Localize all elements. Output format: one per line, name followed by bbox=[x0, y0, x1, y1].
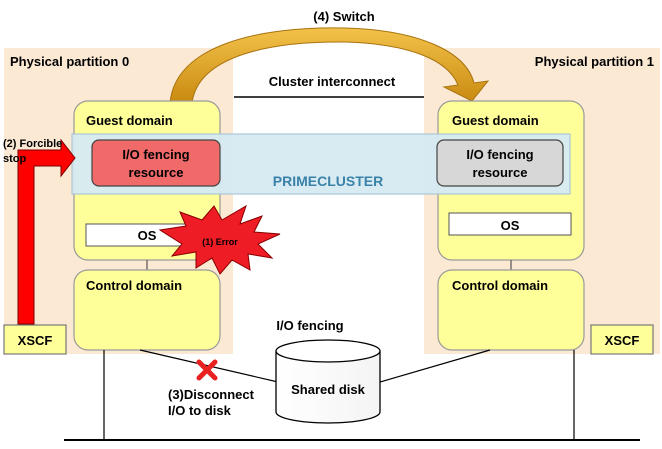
partition-0-label: Physical partition 0 bbox=[10, 54, 129, 69]
xscf-box-1-label: XSCF bbox=[605, 333, 640, 348]
io-fencing-resource-1-line1: I/O fencing bbox=[466, 147, 533, 162]
os-box-1 bbox=[448, 212, 572, 236]
os-box-0-label: OS bbox=[138, 228, 157, 243]
guest-domain-0-label: Guest domain bbox=[86, 113, 173, 128]
forcible-stop-label-line1: (2) Forcible bbox=[3, 138, 62, 150]
error-label: (1) Error bbox=[202, 237, 238, 247]
switch-label: (4) Switch bbox=[313, 9, 374, 24]
xscf-box-0 bbox=[3, 324, 67, 355]
error-burst bbox=[158, 204, 281, 275]
io-fencing-resource-1-line2: resource bbox=[473, 165, 528, 180]
io-fencing-resource-1 bbox=[436, 139, 564, 187]
control-domain-0 bbox=[73, 269, 221, 351]
primecluster-label: PRIMECLUSTER bbox=[273, 173, 383, 189]
disconnect-label-line1: (3)Disconnect bbox=[168, 387, 255, 402]
disconnect-x-icon bbox=[196, 359, 218, 381]
disk-link-1 bbox=[379, 349, 491, 383]
partition-1-label: Physical partition 1 bbox=[535, 54, 654, 69]
shared-disk-label: Shared disk bbox=[291, 382, 365, 397]
forcible-stop-arrow bbox=[17, 138, 76, 325]
cluster-interconnect-label: Cluster interconnect bbox=[269, 74, 396, 89]
control-domain-1 bbox=[437, 269, 585, 351]
io-fencing-resource-0 bbox=[91, 139, 221, 187]
shared-disk bbox=[275, 339, 381, 424]
guest-domain-1-label: Guest domain bbox=[452, 113, 539, 128]
xscf-box-0-label: XSCF bbox=[18, 333, 53, 348]
xscf-box-1 bbox=[590, 324, 654, 355]
forcible-stop-label-line2: stop bbox=[3, 153, 27, 165]
io-fencing-resource-0-line1: I/O fencing bbox=[122, 147, 189, 162]
io-fencing-label: I/O fencing bbox=[276, 318, 343, 333]
os-box-1-label: OS bbox=[501, 218, 520, 233]
disconnect-label-line2: I/O to disk bbox=[168, 403, 232, 418]
switch-arrow bbox=[169, 27, 490, 104]
control-domain-0-label: Control domain bbox=[86, 278, 182, 293]
io-fencing-resource-0-line2: resource bbox=[129, 165, 184, 180]
control-domain-1-label: Control domain bbox=[452, 278, 548, 293]
